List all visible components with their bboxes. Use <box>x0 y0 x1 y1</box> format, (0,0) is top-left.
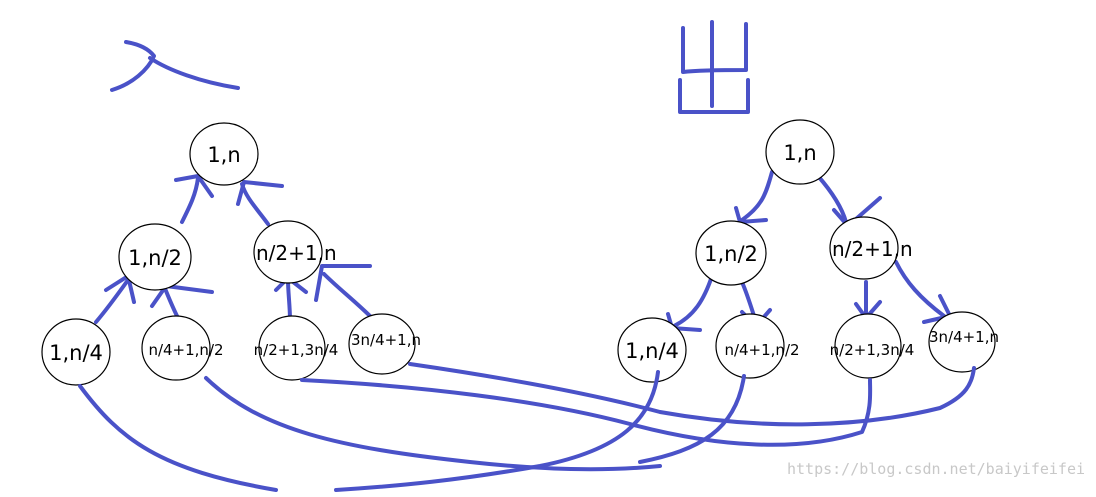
in-node-lr-label: n/4+1,n/2 <box>148 341 223 359</box>
in-title-text: 入 <box>150 38 152 41</box>
out-arrow-root-to-left <box>740 170 774 222</box>
out-node-right-label: n/2+1,n <box>832 237 913 261</box>
in-node-lr: n/4+1,n/2 <box>141 315 224 381</box>
link-out-ll-down <box>334 370 660 492</box>
in-node-rr-label: 3n/4+1,n <box>351 331 421 349</box>
in-arrow-lr-to-left <box>162 284 180 320</box>
in-title: 入 <box>110 38 240 92</box>
out-node-root-label: 1,n <box>783 141 816 165</box>
out-node-lr: n/4+1,n/2 <box>715 313 800 379</box>
in-node-ll: 1,n/4 <box>41 318 111 386</box>
in-node-rl: n/2+1,3n/4 <box>254 315 339 381</box>
out-node-root: 1,n <box>765 119 835 185</box>
out-node-rr-label: 3n/4+1,n <box>929 328 999 346</box>
out-node-rl: n/2+1,3n/4 <box>830 313 915 379</box>
out-node-rr: 3n/4+1,n <box>928 311 999 373</box>
out-arrow-left-to-ll <box>672 274 714 328</box>
cross-links <box>78 362 976 492</box>
in-arrow-ll-to-left <box>94 278 130 324</box>
in-arrow-left-head <box>174 174 214 198</box>
watermark: https://blog.csdn.net/baiyifeifei <box>787 460 1085 478</box>
in-node-root: 1,n <box>189 122 259 186</box>
out-node-ll: 1,n/4 <box>617 317 687 383</box>
in-node-rr: 3n/4+1,n <box>348 313 421 375</box>
out-node-left-label: 1,n/2 <box>704 242 758 266</box>
out-node-lr-label: n/4+1,n/2 <box>724 341 799 359</box>
in-node-right-label: n/2+1,n <box>256 241 337 265</box>
out-title: 出 <box>678 17 750 115</box>
in-arrow-right-to-root <box>240 182 270 226</box>
link-in-rr-out-rr <box>408 362 976 427</box>
link-in-lr-out-lr <box>204 376 662 472</box>
in-node-left-label: 1,n/2 <box>128 246 182 270</box>
out-node-right: n/2+1,n <box>829 216 913 280</box>
in-node-right: n/2+1,n <box>253 220 337 284</box>
in-node-ll-label: 1,n/4 <box>49 341 103 365</box>
in-arrow-rr-to-right <box>322 272 374 320</box>
in-node-rl-label: n/2+1,3n/4 <box>254 341 339 359</box>
in-node-left: 1,n/2 <box>118 223 192 291</box>
in-arrow-left-to-root <box>180 176 200 224</box>
out-arrow-right-to-rr <box>894 260 946 318</box>
out-node-ll-label: 1,n/4 <box>625 339 679 363</box>
link-in-ll-out-rl <box>78 384 278 492</box>
link-out-lr-down <box>638 374 746 464</box>
in-arrow-rl-to-right <box>286 278 292 322</box>
in-node-root-label: 1,n <box>207 143 240 167</box>
out-node-left: 1,n/2 <box>695 220 767 286</box>
out-node-rl-label: n/2+1,3n/4 <box>830 341 915 359</box>
in-arrow-rr-head <box>314 264 372 302</box>
out-arrow-root-to-right <box>816 174 848 224</box>
link-in-rl-out-rl <box>300 378 873 447</box>
out-title-text: 出 <box>712 17 714 21</box>
in-arrow-right-head <box>236 180 284 206</box>
